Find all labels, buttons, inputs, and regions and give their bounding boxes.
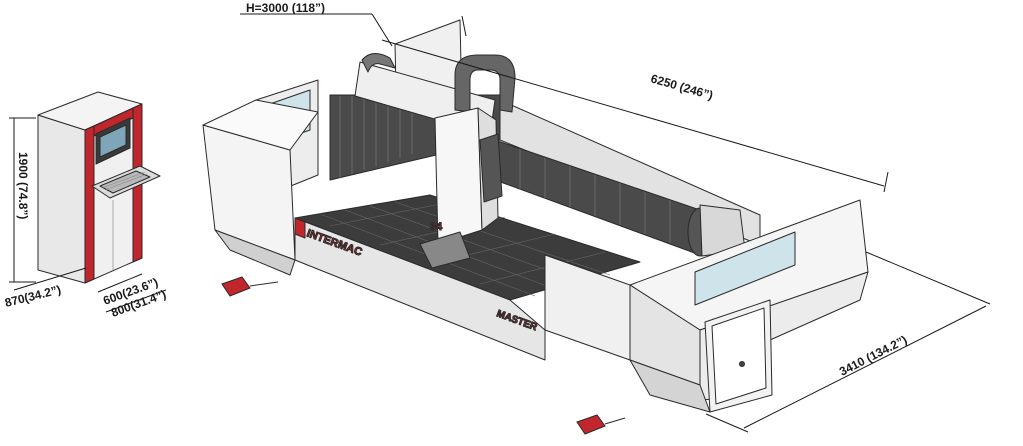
right-glass	[694, 231, 796, 306]
height-label: H=3000 (118”)	[246, 1, 325, 15]
machine-body: INTERMAC MASTER 34	[202, 19, 869, 413]
machine-dimension-lines	[240, 13, 991, 433]
cabinet-dimension-lines	[9, 117, 167, 313]
foot-pedal-left	[221, 276, 279, 297]
foot-pedal-right	[576, 414, 626, 435]
head-number: 34	[430, 221, 443, 233]
spindle-motor	[479, 133, 503, 203]
cabinet-depth-label: 870(34.2”)	[3, 282, 62, 309]
monitor-screen	[99, 124, 127, 158]
right-base	[629, 359, 711, 413]
left-base	[214, 229, 296, 276]
width-label: 3410 (134.2”)	[837, 333, 909, 379]
gantry-arch	[454, 54, 516, 113]
front-right-panel	[544, 254, 631, 361]
control-cabinet	[37, 91, 161, 284]
cabinet-height-label: 1900 (74.8”)	[16, 152, 30, 219]
cabinet-red-frame	[84, 125, 95, 284]
length-label: 6250 (246”)	[649, 71, 714, 102]
